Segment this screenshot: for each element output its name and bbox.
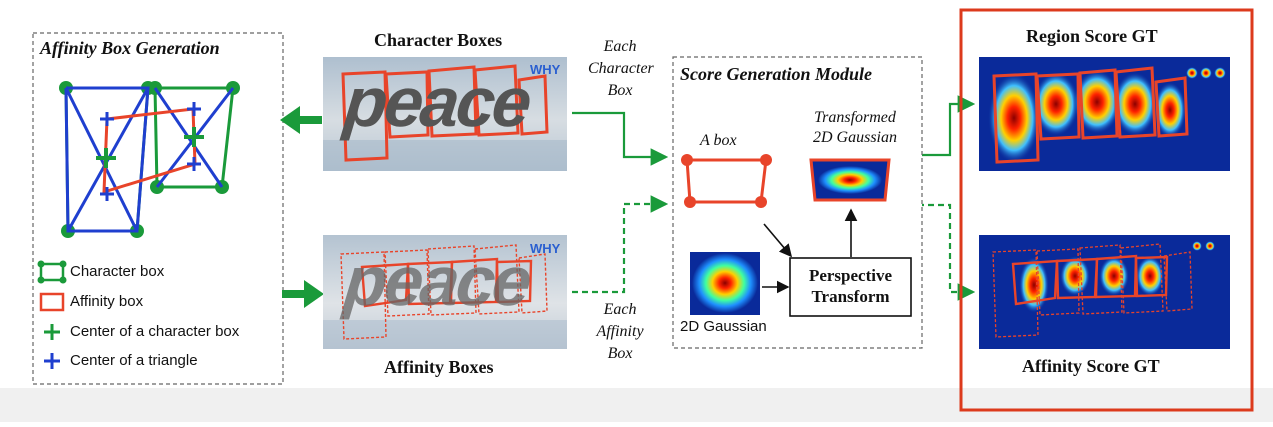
arrow-to-affinity-score	[918, 203, 976, 301]
perspective-transform-label: Perspective Transform	[808, 266, 893, 306]
ground-truth-highlight-frame	[959, 8, 1254, 412]
character-boxes-overlay	[341, 64, 549, 162]
character-boxes-title: Character Boxes	[374, 30, 503, 50]
perspective-transform-box	[789, 257, 912, 317]
affinity-word: peace	[340, 242, 533, 320]
each-character-box-label: Each Character Box	[588, 38, 654, 99]
arrow-to-region-score	[918, 95, 976, 157]
blue-center-plus-icons	[100, 102, 201, 201]
affinity-boxes-solid	[360, 257, 533, 308]
gaussian-2d-blob	[692, 253, 758, 313]
arrow-each-character-box	[572, 111, 669, 166]
affinity-boxes-title: Affinity Boxes	[384, 357, 494, 377]
legend-label-center-character-box: Center of a character box	[70, 323, 240, 340]
arrow-each-affinity-box	[572, 195, 669, 294]
affinity-watermark: WHY	[530, 241, 561, 256]
transformed-gaussian-blob	[818, 166, 882, 194]
legend-icons	[37, 260, 67, 369]
affinity-score-title: Affinity Score GT	[1022, 356, 1160, 376]
region-score-title: Region Score GT	[1026, 26, 1158, 46]
legend-label-center-triangle: Center of a triangle	[70, 352, 198, 369]
character-boxes-image	[323, 57, 567, 171]
character-word: peace	[340, 63, 533, 141]
affinity-panel-title: Affinity Box Generation	[40, 38, 220, 58]
a-box-corners	[681, 154, 772, 208]
each-affinity-box-label: Each Affinity Box	[596, 301, 644, 362]
big-green-arrows	[280, 106, 324, 308]
gaussian-2d-label: 2D Gaussian	[680, 318, 767, 335]
score-module-title: Score Generation Module	[680, 64, 873, 84]
affinity-score-heatmap	[979, 235, 1230, 349]
legend-label-affinity-box: Affinity box	[70, 293, 144, 310]
bottom-band	[0, 388, 1273, 422]
transformed-gaussian-label: Transformed 2D Gaussian	[812, 109, 897, 146]
legend-label-character-box: Character box	[70, 263, 165, 280]
region-score-heatmap	[979, 57, 1230, 171]
a-box-label: A box	[700, 132, 737, 149]
affinity-boxes-overlay	[340, 244, 548, 340]
character-watermark: WHY	[530, 62, 561, 77]
green-center-plus-icons	[96, 127, 204, 168]
arrow-box-to-transform	[763, 223, 793, 258]
